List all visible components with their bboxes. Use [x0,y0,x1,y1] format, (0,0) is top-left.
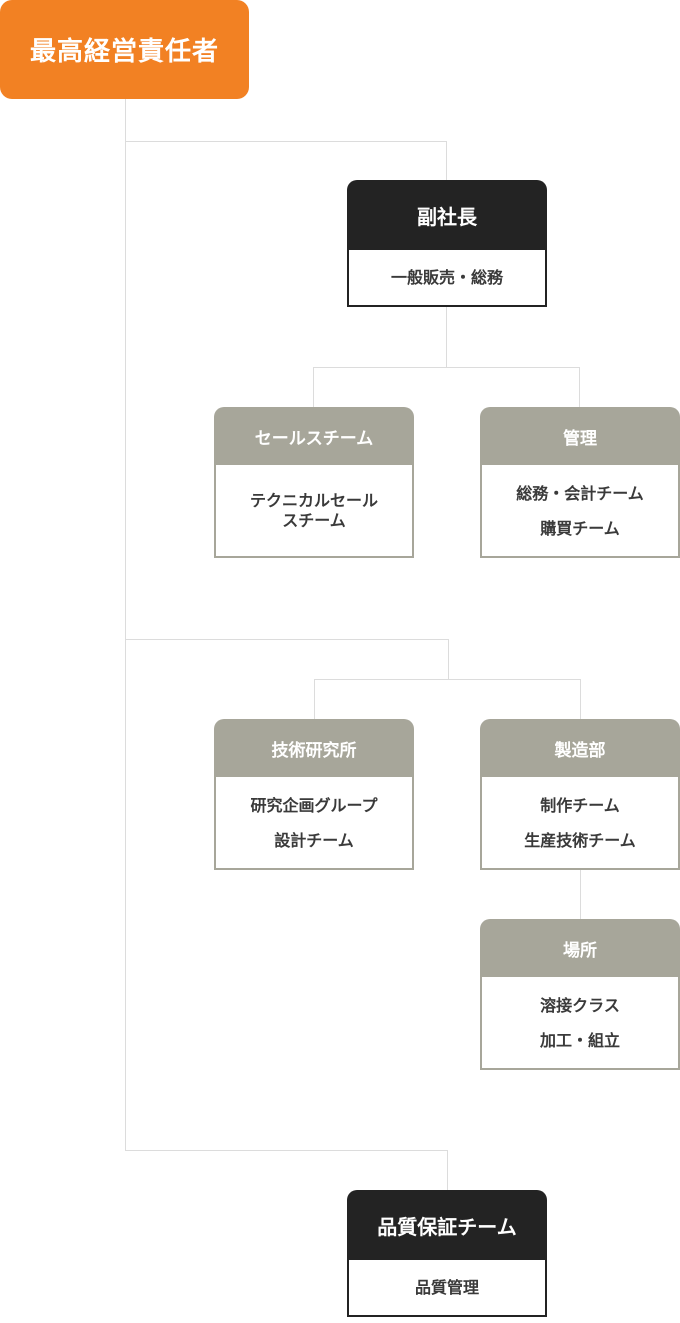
research-item-design: 設計チーム [274,830,354,850]
sales-team-body: テクニカルセールスチーム [214,465,414,558]
vice-president-body: 一般販売・総務 [347,250,547,307]
sales-team-title: セールスチーム [254,428,374,449]
management-header: 管理 [480,407,680,465]
research-lab-title: 技術研究所 [271,740,357,761]
site-body: 溶接クラス 加工・組立 [480,977,680,1070]
management-box: 管理 総務・会計チーム 購買チーム [480,407,680,558]
ceo-label: 最高経営責任者 [29,37,219,67]
sales-team-box: セールスチーム テクニカルセールスチーム [214,407,414,558]
research-item-planning: 研究企画グループ [250,795,378,815]
site-header: 場所 [480,919,680,977]
quality-team-title: 品質保証チーム [377,1214,517,1239]
quality-team-header: 品質保証チーム [347,1190,547,1260]
vice-president-item: 一般販売・総務 [390,268,503,287]
site-title: 場所 [563,940,597,961]
sales-team-header: セールスチーム [214,407,414,465]
quality-team-box: 品質保証チーム 品質管理 [347,1190,547,1317]
site-item-assembly: 加工・組立 [539,1030,620,1050]
management-item-purchasing: 購買チーム [540,518,620,538]
quality-team-body: 品質管理 [347,1260,547,1317]
research-lab-box: 技術研究所 研究企画グループ 設計チーム [214,719,414,870]
manufacturing-box: 製造部 制作チーム 生産技術チーム [480,719,680,870]
vice-president-header: 副社長 [347,180,547,250]
ceo-box: 最高経営責任者 [0,0,249,99]
manufacturing-item-engineering: 生産技術チーム [524,830,636,850]
vice-president-box: 副社長 一般販売・総務 [347,180,547,307]
research-lab-header: 技術研究所 [214,719,414,777]
vice-president-title: 副社長 [417,204,477,229]
site-item-welding: 溶接クラス [540,995,620,1015]
management-body: 総務・会計チーム 購買チーム [480,465,680,558]
site-box: 場所 溶接クラス 加工・組立 [480,919,680,1070]
management-item-accounting: 総務・会計チーム [516,483,644,503]
research-lab-body: 研究企画グループ 設計チーム [214,777,414,870]
manufacturing-body: 制作チーム 生産技術チーム [480,777,680,870]
sales-team-item: テクニカルセールスチーム [249,490,378,530]
quality-team-item: 品質管理 [414,1278,479,1297]
manufacturing-item-production: 制作チーム [540,795,620,815]
management-title: 管理 [563,428,597,449]
manufacturing-title: 製造部 [554,740,606,761]
manufacturing-header: 製造部 [480,719,680,777]
